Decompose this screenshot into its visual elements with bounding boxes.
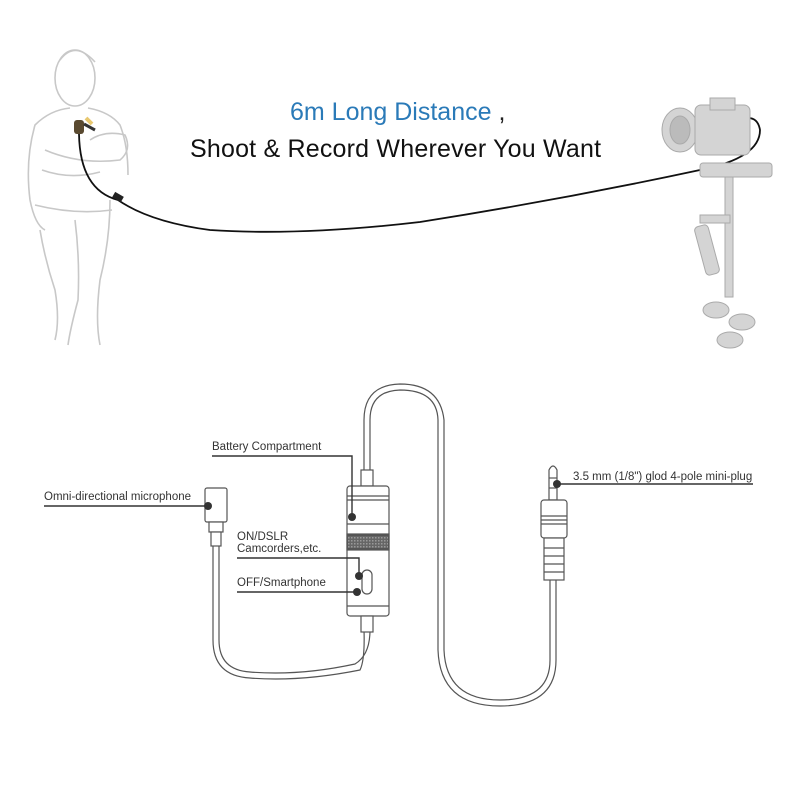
callout-microphone: Omni-directional microphone: [44, 491, 192, 503]
clip-mic-icon: [74, 116, 96, 134]
headline-distance: 6m Long Distance ,: [290, 98, 505, 127]
callout-battery-compartment: Battery Compartment: [212, 441, 322, 453]
plug-dot: [553, 480, 561, 488]
callout-on-dslr: ON/DSLR: [237, 531, 289, 543]
camera-stabilizer-icon: [661, 97, 773, 349]
headline-tagline: Shoot & Record Wherever You Want: [190, 135, 602, 163]
headline-comma: ,: [498, 98, 506, 126]
headline-distance-text: 6m Long Distance: [290, 98, 492, 126]
long-cable: [78, 117, 761, 233]
microphone-capsule-icon: [204, 487, 228, 547]
man-figure-icon: [27, 49, 129, 346]
battery-dot: [348, 513, 356, 521]
callout-lines: [44, 455, 753, 593]
off-dot: [353, 588, 361, 596]
mic-dot: [204, 502, 212, 510]
on-dot: [355, 572, 363, 580]
callout-camcorders: Camcorders,etc.: [237, 543, 322, 555]
callout-off-smartphone: OFF/Smartphone: [237, 577, 326, 589]
controller-box-icon: [346, 469, 390, 633]
callout-mini-plug: 3.5 mm (1/8") glod 4-pole mini-plug: [573, 471, 753, 483]
lavalier-cable-diagram: [212, 383, 557, 707]
